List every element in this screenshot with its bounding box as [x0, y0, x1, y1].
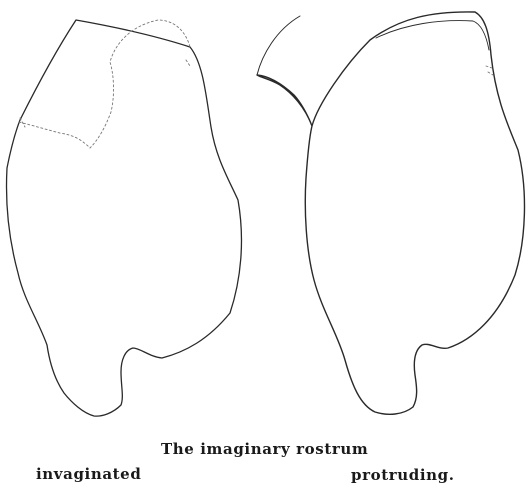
rostrum-figure: [0, 0, 529, 430]
caption-right-label: protruding.: [351, 468, 455, 483]
right-protruding-rostrum-tip: [257, 16, 300, 75]
right-body-outline: [257, 12, 524, 414]
left-outline-invaginated: [6, 20, 241, 416]
caption-left-label: invaginated: [36, 467, 141, 482]
caption-title: The imaginary rostrum: [161, 442, 368, 457]
right-inner-dorsal-line: [376, 21, 489, 50]
right-outline-protruding: [257, 12, 524, 414]
left-body-outline: [6, 20, 241, 416]
